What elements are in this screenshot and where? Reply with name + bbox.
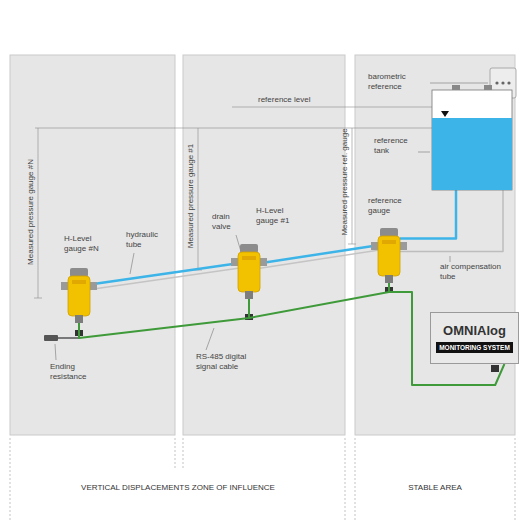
tube-line xyxy=(260,250,378,268)
level-gauge: H-Level gauge #N xyxy=(68,268,90,323)
tube xyxy=(400,190,456,238)
zone-brackets xyxy=(10,438,515,520)
level-gauge: H-Level gauge #1 xyxy=(238,244,260,299)
zone-label: VERTICAL DISPLACEMENTS ZONE OF INFLUENCE xyxy=(28,483,328,493)
gauge-symbol xyxy=(378,228,400,283)
callout-label: RS-485 digital signal cable xyxy=(196,352,256,371)
callout-label: Ending resistance xyxy=(50,362,100,381)
node-label: reference tank xyxy=(374,136,418,155)
signal-cable xyxy=(79,299,249,338)
callout-label: reference level xyxy=(258,95,338,105)
tube-line xyxy=(249,280,389,318)
dimension-label: Measured pressure gauge #N xyxy=(26,147,36,277)
node-label: H-Level gauge #1 xyxy=(256,206,304,225)
node-label: H-Level gauge #N xyxy=(64,234,112,253)
logo-text: OMNIAlog xyxy=(443,323,506,338)
callout-label: hydraulic tube xyxy=(126,230,168,249)
reference-gauge: reference gauge xyxy=(378,228,400,280)
dimension-label: Measured pressure gauge #1 xyxy=(186,131,196,261)
tube-line xyxy=(400,190,456,238)
leader-lines xyxy=(55,83,488,360)
system-caption: MONITORING SYSTEM xyxy=(436,342,513,353)
tube-line xyxy=(79,299,249,338)
gauge-symbol xyxy=(238,244,260,299)
tube xyxy=(260,245,378,268)
callout-label: air compensation tube xyxy=(440,262,510,281)
tank-symbol xyxy=(432,90,512,190)
tube-line xyxy=(260,245,378,263)
callout-label: drain valve xyxy=(212,212,246,231)
signal-cable xyxy=(249,280,389,318)
reference-lines xyxy=(34,107,432,298)
tube-line xyxy=(90,263,238,284)
reference-tank: reference tank xyxy=(432,90,512,190)
dimension-label: Measured pressure ref. gauge xyxy=(340,117,350,247)
monitoring-system-box: OMNIAlogMONITORING SYSTEM xyxy=(430,312,519,364)
tube-line xyxy=(90,268,238,289)
node-label: reference gauge xyxy=(368,196,418,215)
zone-label: STABLE AREA xyxy=(360,483,510,493)
gauge-symbol xyxy=(68,268,90,323)
tube xyxy=(90,263,238,289)
zone-panels xyxy=(10,55,515,435)
ending-resistance-symbol xyxy=(44,335,79,341)
node-label: barometric reference xyxy=(368,72,428,91)
